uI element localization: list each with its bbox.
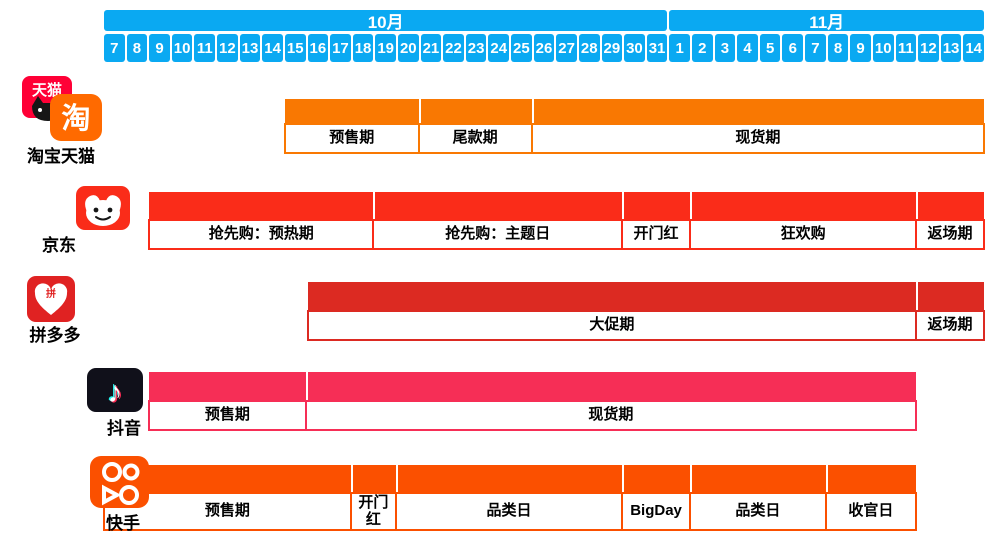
bar-segment — [827, 465, 917, 492]
pdd-icon-svg: 拼 — [27, 276, 75, 322]
bar-segment — [149, 372, 306, 400]
day-cell: 7 — [104, 34, 125, 62]
day-cell: 30 — [624, 34, 645, 62]
day-cell: 18 — [352, 34, 374, 62]
bar-segment — [352, 465, 396, 492]
platform-label-taobao-tmall: 淘宝天猫 — [27, 147, 95, 166]
day-cell: 3 — [714, 34, 736, 62]
day-cell: 2 — [692, 34, 713, 62]
bar-segment — [307, 282, 917, 310]
day-cell: 27 — [556, 34, 577, 62]
bar-segment — [624, 192, 690, 219]
phase-box: 预售期 — [283, 123, 420, 154]
day-cell: 12 — [918, 34, 939, 62]
phase-box: 抢先购：主题日 — [372, 219, 624, 250]
kuaishou-icon — [90, 456, 149, 513]
day-cell: 10 — [872, 34, 894, 62]
day-cell: 7 — [805, 34, 826, 62]
day-cell: 5 — [759, 34, 781, 62]
douyin-icon: ♪ ♪ ♪ — [87, 368, 143, 417]
day-cell: 9 — [850, 34, 871, 62]
day-cell: 14 — [963, 34, 984, 62]
day-cell: 23 — [465, 34, 487, 62]
phase-box: 尾款期 — [417, 123, 533, 154]
day-cell: 21 — [420, 34, 442, 62]
day-cell: 1 — [669, 34, 690, 62]
day-cell: 13 — [239, 34, 261, 62]
day-cell: 20 — [397, 34, 419, 62]
pdd-icon: 拼 — [27, 276, 75, 327]
day-cell: 17 — [330, 34, 351, 62]
taobao-tmall-icon: 天猫 淘 — [20, 74, 104, 147]
phase-box: 大促期 — [306, 310, 918, 341]
phase-box: 品类日 — [394, 492, 624, 531]
day-cell: 13 — [940, 34, 962, 62]
bar-segment — [624, 465, 690, 492]
bar-segment — [918, 282, 984, 310]
phase-box: 预售期 — [148, 400, 307, 431]
bar-segment — [397, 465, 623, 492]
svg-text:拼: 拼 — [46, 287, 56, 300]
platform-label-pdd: 拼多多 — [29, 326, 81, 345]
svg-text:淘: 淘 — [61, 102, 90, 135]
gantt-tracks: 预售期尾款期现货期抢先购：预热期抢先购：主题日开门红狂欢购返场期大促期返场期预售… — [103, 0, 985, 547]
bar-segment — [375, 192, 623, 219]
phase-box: 现货期 — [304, 400, 918, 431]
day-cell: 26 — [533, 34, 555, 62]
bar-segment — [284, 99, 419, 123]
day-cell: 15 — [284, 34, 306, 62]
platform-label-douyin: 抖音 — [107, 419, 141, 438]
douyin-icon-svg: ♪ ♪ ♪ — [87, 368, 143, 412]
day-cell: 16 — [307, 34, 329, 62]
svg-text:♪: ♪ — [106, 375, 121, 408]
bar-segment — [533, 99, 984, 123]
day-cell: 11 — [895, 34, 917, 62]
bar-segment — [149, 192, 374, 219]
phase-box: 抢先购：预热期 — [148, 219, 375, 250]
bar-segment — [420, 99, 532, 123]
day-cell: 28 — [578, 34, 600, 62]
platform-label-jd: 京东 — [42, 236, 76, 255]
phase-box: 开门红 — [349, 492, 397, 531]
day-cell: 11 — [194, 34, 216, 62]
day-cell: 8 — [126, 34, 148, 62]
phase-box: 品类日 — [689, 492, 827, 531]
day-cell: 22 — [443, 34, 464, 62]
kuaishou-icon-svg — [90, 456, 149, 508]
svg-text:♪: ♪ — [108, 376, 123, 409]
day-cell: 4 — [737, 34, 758, 62]
day-cell: 10 — [171, 34, 193, 62]
day-cell: 25 — [511, 34, 532, 62]
day-cell: 12 — [217, 34, 238, 62]
svg-text:♪: ♪ — [109, 377, 124, 410]
day-cell: 6 — [782, 34, 804, 62]
bar-segment — [307, 372, 917, 400]
phase-box: 狂欢购 — [689, 219, 918, 250]
day-cell: 31 — [646, 34, 668, 62]
bar-segment — [692, 465, 826, 492]
month-cell: 10月 — [104, 10, 668, 32]
day-cell: 19 — [375, 34, 396, 62]
taobao-tmall-icon-svg: 天猫 淘 — [22, 76, 102, 141]
phase-box: 开门红 — [621, 219, 691, 250]
bar-segment — [918, 192, 984, 219]
phase-box: BigDay — [621, 492, 691, 531]
day-cell: 8 — [827, 34, 849, 62]
bar-segment — [692, 192, 917, 219]
svg-text:天猫: 天猫 — [32, 81, 62, 99]
day-cell: 24 — [488, 34, 510, 62]
phase-box: 返场期 — [915, 310, 985, 341]
jd-icon — [76, 186, 130, 235]
day-cell: 9 — [149, 34, 170, 62]
platform-label-kuaishou: 快手 — [106, 514, 140, 533]
day-cell: 29 — [601, 34, 623, 62]
month-cell: 11月 — [669, 10, 984, 32]
phase-box: 返场期 — [915, 219, 985, 250]
phase-box: 收官日 — [824, 492, 918, 531]
phase-box: 现货期 — [530, 123, 985, 154]
jd-icon-svg — [76, 186, 130, 230]
day-cell: 14 — [262, 34, 283, 62]
